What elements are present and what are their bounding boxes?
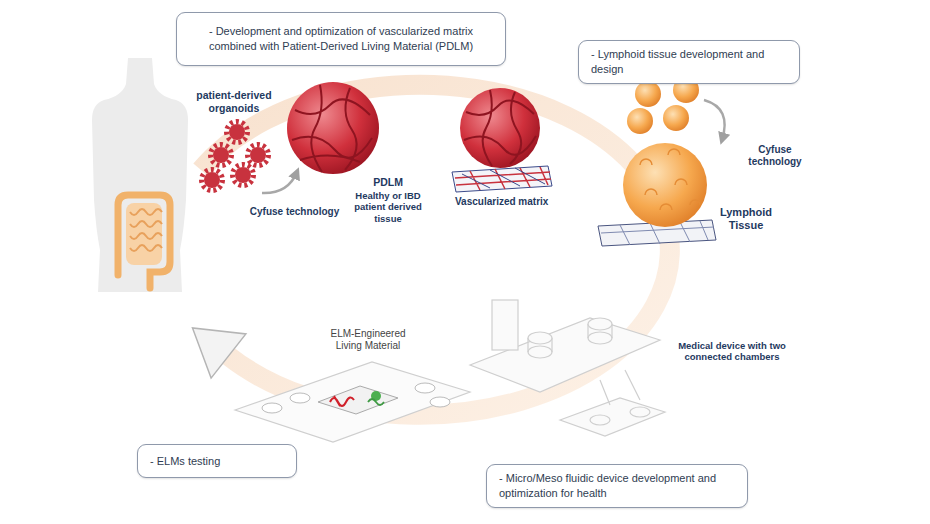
device-tube	[600, 370, 640, 405]
matrix-base	[452, 166, 552, 192]
organoid-spikes	[248, 145, 269, 166]
organoid-spikes	[233, 165, 254, 186]
red-tissue	[330, 396, 354, 406]
organoid	[235, 167, 251, 183]
figure-label: Healthy or IBD patient derived tissue	[348, 190, 428, 224]
box-text: - Micro/Meso fluidic device development …	[499, 471, 735, 501]
task-box: - ELMs testing	[137, 444, 297, 478]
small-intestine	[126, 203, 162, 265]
device-chamber	[588, 318, 612, 330]
lymphoid-cell	[663, 105, 689, 131]
chip-chamber	[318, 386, 398, 414]
figure-label: Vascularized matrix	[455, 196, 567, 208]
organoid-spikes	[227, 122, 248, 143]
lymphoid-cell	[635, 81, 661, 107]
figure-label: PDLM	[348, 176, 428, 189]
chip-plate	[235, 362, 470, 442]
cyfuse-arrow	[704, 100, 725, 140]
lymphoid-cell	[627, 108, 653, 134]
device-chamber	[588, 332, 612, 344]
task-box: - Lymphoid tissue development and design	[578, 40, 800, 84]
box-text: - Development and optimization of vascul…	[189, 24, 493, 54]
cycle-arrowhead	[193, 328, 246, 378]
large-intestine	[118, 195, 170, 288]
chip-port	[262, 403, 282, 413]
vascularized-vessels	[464, 90, 536, 166]
body-silhouette	[92, 58, 188, 292]
lymphoid-texture	[640, 149, 700, 210]
figure-label: Lymphoid Tissue	[713, 206, 779, 232]
elm-chip	[235, 362, 470, 442]
device-chamber	[630, 407, 650, 417]
green-tissue	[368, 399, 384, 405]
task-box: - Development and optimization of vascul…	[176, 12, 506, 66]
cycle-ring	[201, 85, 670, 415]
matrix-mesh	[462, 168, 545, 188]
organoid-spikes	[211, 145, 232, 166]
device-chamber	[590, 415, 610, 425]
task-box: - Micro/Meso fluidic device development …	[486, 464, 748, 508]
pdlm-vessels	[292, 85, 372, 172]
organoid	[213, 147, 229, 163]
device-wall	[492, 300, 518, 350]
chip-port	[290, 393, 310, 403]
matrix-mesh	[455, 167, 551, 190]
organoid	[250, 147, 266, 163]
organoid	[229, 124, 245, 140]
device-plate	[560, 398, 665, 436]
small-intestine-loops	[130, 209, 162, 251]
pdlm-sphere	[287, 82, 379, 174]
organoids	[202, 122, 269, 191]
organoid-spikes	[202, 170, 223, 191]
chip-port	[430, 397, 450, 407]
device-chamber	[528, 332, 552, 344]
device-chamber	[528, 346, 552, 358]
figure-label: Cyfuse technology	[742, 144, 808, 168]
box-text: - ELMs testing	[150, 454, 284, 469]
figure-label: patient-derived organoids	[186, 89, 282, 114]
figure-label: Medical device with two connected chambe…	[668, 340, 796, 363]
figure-label: Cyfuse technology	[246, 206, 343, 218]
box-text: - Lymphoid tissue development and design	[591, 47, 787, 77]
cyfuse-arrow	[262, 172, 297, 193]
figure-label: ELM-Engineered Living Material	[322, 328, 414, 352]
vascularized-sphere	[460, 88, 540, 168]
chip-port	[415, 383, 435, 393]
lymphoid-sphere	[623, 143, 707, 227]
organoid	[204, 172, 220, 188]
medical-device	[470, 300, 665, 436]
